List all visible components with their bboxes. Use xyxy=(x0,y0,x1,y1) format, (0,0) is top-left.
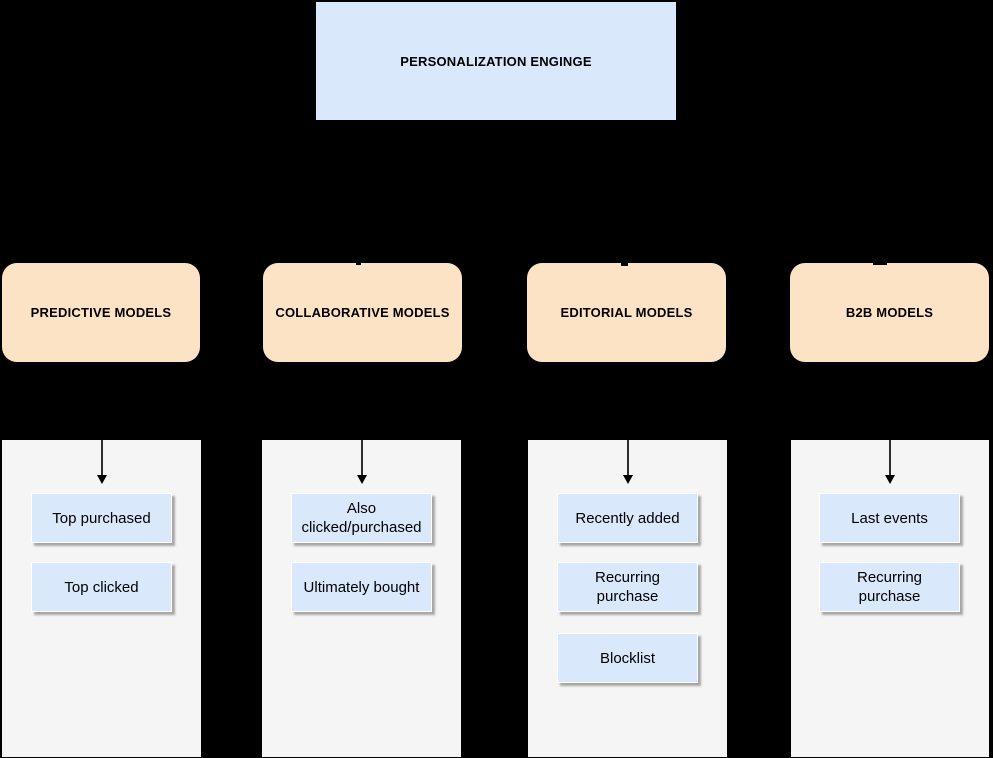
node-collaborative-models-label: COLLABORATIVE MODELS xyxy=(275,305,450,320)
node-personalization-engine-label: PERSONALIZATION ENGINGE xyxy=(400,53,592,69)
column-predictive: Top purchased Top clicked xyxy=(2,440,201,757)
item-label: Blocklist xyxy=(599,649,655,667)
item-label: Also clicked/purchased xyxy=(301,500,422,536)
node-collaborative-models: COLLABORATIVE MODELS xyxy=(263,263,462,362)
arrow-down-icon xyxy=(96,440,108,484)
column-b2b: Last events Recurring purchase xyxy=(791,440,989,757)
arrow-down-icon xyxy=(884,440,896,484)
arrow-down-icon xyxy=(622,440,634,484)
item-recurring-purchase-b2b: Recurring purchase xyxy=(819,562,960,612)
item-top-clicked: Top clicked xyxy=(31,562,172,612)
node-editorial-models: EDITORIAL MODELS xyxy=(527,263,726,362)
item-label: Recently added xyxy=(575,509,680,527)
item-label: Top clicked xyxy=(64,578,139,596)
node-b2b-models: B2B MODELS xyxy=(790,263,989,362)
item-label: Recurring purchase xyxy=(594,569,661,605)
arrow-tip-mark xyxy=(356,263,361,265)
node-editorial-models-label: EDITORIAL MODELS xyxy=(560,305,693,320)
item-top-purchased: Top purchased xyxy=(31,493,172,543)
item-label: Top purchased xyxy=(52,509,151,527)
node-predictive-models: PREDICTIVE MODELS xyxy=(2,263,200,362)
arrow-tip-mark xyxy=(873,262,887,265)
item-ultimately-bought: Ultimately bought xyxy=(291,562,432,612)
arrow-down-icon xyxy=(356,440,368,484)
item-label: Ultimately bought xyxy=(303,578,420,596)
column-editorial: Recently added Recurring purchase Blockl… xyxy=(528,440,727,757)
item-recurring-purchase: Recurring purchase xyxy=(557,562,698,612)
item-label: Recurring purchase xyxy=(856,569,923,605)
node-b2b-models-label: B2B MODELS xyxy=(845,305,934,320)
column-collaborative: Also clicked/purchased Ultimately bought xyxy=(262,440,461,757)
item-last-events: Last events xyxy=(819,493,960,543)
node-predictive-models-label: PREDICTIVE MODELS xyxy=(30,305,172,320)
arrow-tip-mark xyxy=(621,263,628,266)
item-also-clicked-purchased: Also clicked/purchased xyxy=(291,493,432,543)
node-personalization-engine: PERSONALIZATION ENGINGE xyxy=(316,2,676,120)
item-label: Last events xyxy=(851,509,928,527)
item-recently-added: Recently added xyxy=(557,493,698,543)
item-blocklist: Blocklist xyxy=(557,633,698,683)
